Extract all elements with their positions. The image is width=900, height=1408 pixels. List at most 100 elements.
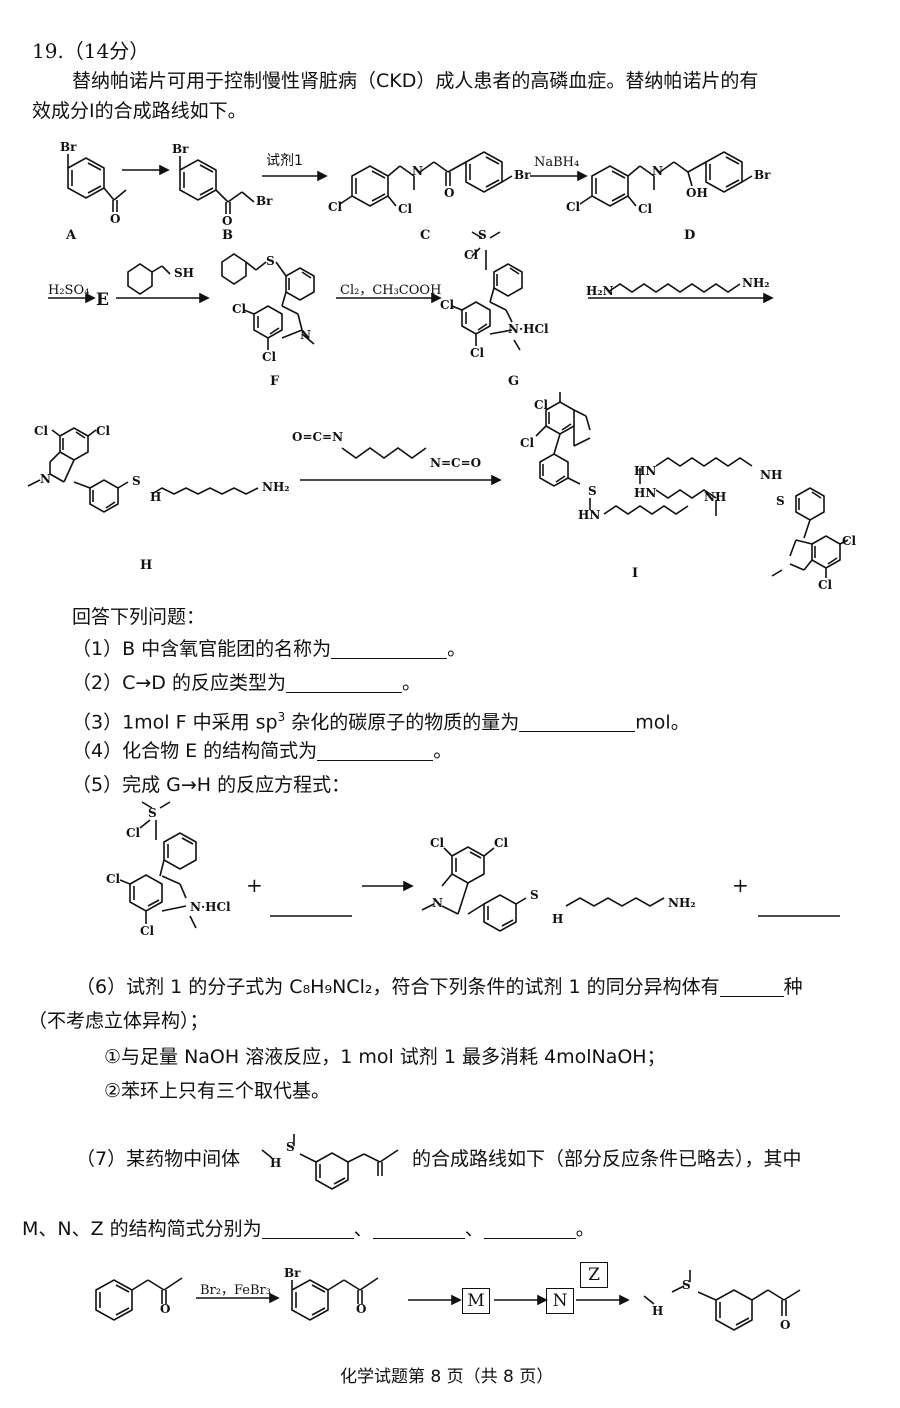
atom-cl-i2: Cl xyxy=(520,436,535,450)
q7-target-o: O xyxy=(780,1318,791,1332)
q5-plus-2: + xyxy=(732,873,749,897)
answer-blank-6[interactable] xyxy=(719,976,784,997)
label-h: H xyxy=(140,558,153,573)
question-7-sep-1: 、 xyxy=(353,1218,373,1240)
question-2-text: （2）C→D 的反应类型为 xyxy=(72,672,286,694)
atom-n-d: N xyxy=(652,164,663,178)
question-7-a: （7）某药物中间体 xyxy=(76,1148,241,1170)
atom-sh: SH xyxy=(174,266,195,280)
answer-blank-4[interactable] xyxy=(317,740,434,761)
atom-o-a: O xyxy=(110,212,121,226)
atom-cl-h1: Cl xyxy=(34,424,49,438)
label-g: G xyxy=(508,374,520,389)
benzyl-thiol-structure xyxy=(127,263,171,295)
q7-bromo-product-structure xyxy=(291,1277,379,1321)
atom-cl-i1: Cl xyxy=(534,398,549,412)
question-1: （1）B 中含氧官能团的名称为。 xyxy=(72,636,466,662)
question-5: （5）完成 G→H 的反应方程式： xyxy=(72,774,351,796)
q5-plus-1: + xyxy=(246,873,263,897)
atom-cl-i4: Cl xyxy=(818,578,833,592)
label-i: I xyxy=(632,566,639,581)
atom-cl-d2: Cl xyxy=(638,202,653,216)
q5-atom-cl-1: Cl xyxy=(106,872,121,886)
atom-cl-d1: Cl xyxy=(566,200,581,214)
q5-product-h-structure xyxy=(421,846,665,932)
question-6-condition-1: ①与足量 NaOH 溶液反应，1 mol 试剂 1 最多消耗 4molNaOH； xyxy=(104,1046,666,1068)
q5-reactant-g-structure xyxy=(119,801,197,929)
atom-h2n-linker: H₂N xyxy=(586,284,614,298)
question-4-end: 。 xyxy=(433,740,453,762)
q5-atom-s: S xyxy=(148,806,157,820)
q5-prod-nh2: NH₂ xyxy=(668,896,696,910)
q5-prod-h: H xyxy=(552,912,564,926)
q5-atom-cl-so2: Cl xyxy=(126,826,141,840)
question-6-text: （6）试剂 1 的分子式为 C₈H₉NCl₂，符合下列条件的试剂 1 的同分异构… xyxy=(76,976,720,998)
box-m: M xyxy=(462,1288,490,1314)
question-3-text-a: （3）1mol F 中采用 sp xyxy=(72,711,278,734)
atom-cl-c1: Cl xyxy=(328,200,343,214)
question-1-text: （1）B 中含氧官能团的名称为 xyxy=(72,638,332,660)
intro-line-2: 效成分Ⅰ的合成路线如下。 xyxy=(32,100,247,122)
atom-s-h: S xyxy=(132,474,141,488)
label-e: E xyxy=(96,290,109,310)
answer-blank-n[interactable] xyxy=(372,1218,465,1239)
atom-nh-h: H xyxy=(150,490,162,504)
question-4-text: （4）化合物 E 的结构简式为 xyxy=(72,740,318,762)
compound-b-structure xyxy=(179,156,255,214)
q5-prod-s: S xyxy=(530,888,539,902)
q5-atom-cl-2: Cl xyxy=(140,924,155,938)
answer-blank-3[interactable] xyxy=(519,711,636,733)
atom-nh-i2: NH xyxy=(760,468,783,482)
compound-i-structure xyxy=(535,392,849,578)
question-7-end: 。 xyxy=(575,1218,595,1240)
q5-prod-cl-1: Cl xyxy=(430,836,445,850)
reagent-1: 试剂1 xyxy=(266,153,303,169)
label-c: C xyxy=(420,228,431,243)
q7-int-h: H xyxy=(270,1156,282,1170)
label-a: A xyxy=(66,228,77,243)
atom-nhcl-g: N·HCl xyxy=(508,322,549,336)
answer-blank-1[interactable] xyxy=(331,638,448,659)
questions-heading: 回答下列问题： xyxy=(72,606,206,628)
compound-a-structure xyxy=(67,154,127,212)
atom-n-c: N xyxy=(412,164,423,178)
question-7-c: M、N、Z 的结构简式分别为、、。 xyxy=(22,1216,595,1242)
atom-nh-i1: NH xyxy=(704,490,727,504)
atom-s-i1: S xyxy=(588,484,597,498)
question-2-end: 。 xyxy=(401,672,421,694)
atom-br-b: Br xyxy=(172,142,189,156)
atom-cl-c2: Cl xyxy=(398,202,413,216)
question-6-unit: 种 xyxy=(783,976,803,998)
question-4: （4）化合物 E 的结构简式为 。 xyxy=(72,738,452,764)
q7-intermediate-structure xyxy=(261,1134,399,1190)
atom-br-d: Br xyxy=(754,168,771,182)
answer-blank-2[interactable] xyxy=(285,672,402,693)
label-f: F xyxy=(270,374,280,389)
q7-target-s: S xyxy=(682,1278,691,1292)
atom-n-f: N xyxy=(300,328,311,342)
atom-oh-d: OH xyxy=(686,186,708,200)
atom-ocn-left: O=C=N xyxy=(292,430,344,444)
answer-blank-m[interactable] xyxy=(261,1218,354,1239)
question-6-note: （不考虑立体异构）； xyxy=(28,1010,209,1032)
question-7-b: 的合成路线如下（部分反应条件已略去），其中 xyxy=(412,1148,802,1170)
atom-hn-i2: HN xyxy=(634,464,657,478)
atom-s-i2: S xyxy=(776,494,785,508)
atom-cl-g1: Cl xyxy=(440,298,455,312)
question-6-condition-2: ②苯环上只有三个取代基。 xyxy=(104,1080,331,1102)
q7-int-s: S xyxy=(286,1140,295,1154)
q7-start-material-structure xyxy=(95,1277,183,1321)
box-n: N xyxy=(546,1288,574,1314)
question-3-sup: 3 xyxy=(277,710,286,724)
reagent-h2so4: H₂SO₄ xyxy=(48,283,90,298)
atom-cl-g2: Cl xyxy=(470,346,485,360)
q7-reagent-br2: Br₂，FeBr₃ xyxy=(200,1283,271,1298)
atom-br-c: Br xyxy=(514,168,531,182)
answer-blank-z[interactable] xyxy=(483,1218,576,1239)
atom-cl-f2: Cl xyxy=(262,350,277,364)
reagent-nabh4: NaBH₄ xyxy=(534,155,580,170)
reagent-cl2-acoh: Cl₂，CH₃COOH xyxy=(340,283,442,298)
atom-n-h: N xyxy=(40,472,51,486)
atom-cl-f1: Cl xyxy=(232,302,247,316)
q7-start-o: O xyxy=(160,1302,171,1316)
